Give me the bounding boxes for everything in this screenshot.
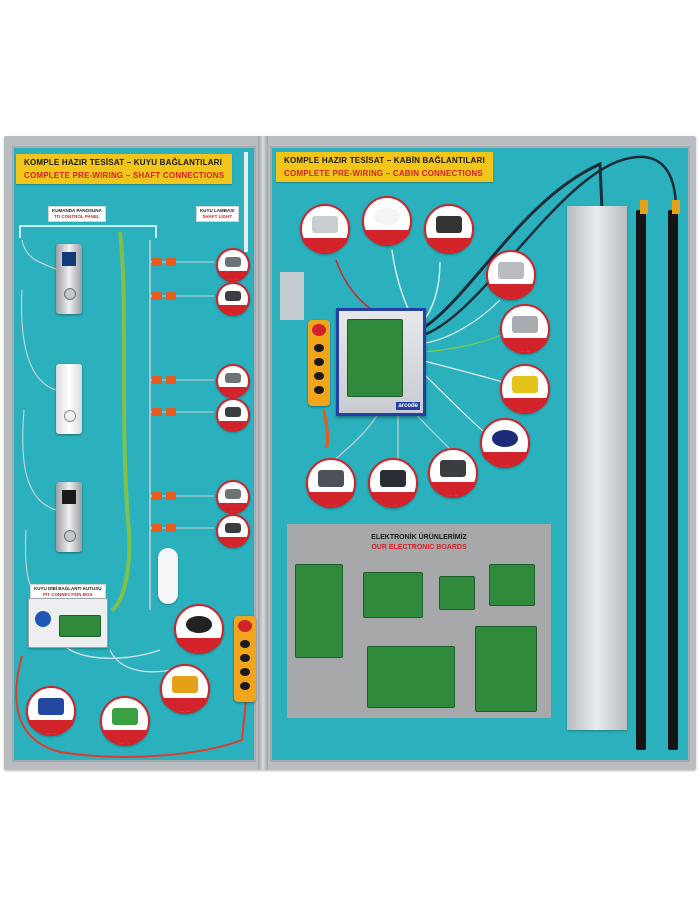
boards-title-tr: ELEKTRONİK ÜRÜNLERİMİZ bbox=[371, 534, 467, 541]
guide-rail bbox=[567, 206, 627, 730]
shaft-connections-sign: KOMPLE HAZIR TESİSAT – KUYU BAĞLANTILARI… bbox=[16, 154, 233, 184]
product-disc-door-lock-2 bbox=[216, 398, 250, 432]
cable-channel-1 bbox=[636, 210, 646, 750]
shaft-light-label-en: SHAFT LIGHT bbox=[202, 214, 233, 219]
product-disc-weighing-device bbox=[486, 250, 536, 300]
cabin-cable-7 bbox=[331, 409, 381, 463]
board-4 bbox=[489, 564, 535, 606]
cabin-sign-english: COMPLETE PRE-WIRING – CABIN CONNECTIONS bbox=[284, 169, 483, 178]
control-panel-label-tr: KUMANDA PANOSUNA bbox=[52, 208, 102, 213]
product-disc-light-bulb bbox=[362, 196, 412, 246]
cabin-cable-6 bbox=[419, 369, 493, 439]
cabin-cable-black-2 bbox=[419, 155, 678, 338]
product-disc-cabin-switch-3 bbox=[428, 448, 478, 498]
cabin-control-box: arcode bbox=[336, 308, 426, 416]
control-panel-label: KUMANDA PANOSUNA TO CONTROL PANEL bbox=[48, 206, 106, 222]
channel-clip-1 bbox=[640, 200, 648, 214]
cable-left-1 bbox=[21, 239, 59, 271]
board-6 bbox=[475, 626, 537, 712]
board-2 bbox=[363, 572, 423, 618]
cabin-cable-5 bbox=[419, 359, 511, 385]
cabin-connections-sign: KOMPLE HAZIR TESİSAT – KABİN BAĞLANTILAR… bbox=[276, 152, 493, 182]
product-disc-buffer-switch bbox=[160, 664, 210, 714]
shaft-light-label: KUYU LAMBASI SHAFT LIGHT bbox=[196, 206, 239, 222]
product-disc-door-contact-2 bbox=[216, 364, 250, 398]
landing-button-plate-1 bbox=[56, 244, 82, 314]
pit-box-label-tr: KUYU DİBİ BAĞLANTI KUTUSU bbox=[34, 586, 102, 591]
cabin-cable-white-2 bbox=[423, 261, 441, 321]
ribbon-cable bbox=[280, 272, 304, 320]
pit-box-board bbox=[59, 615, 101, 637]
channel-clip-2 bbox=[672, 200, 680, 214]
product-disc-buzzer bbox=[480, 418, 530, 468]
product-disc-limit-switch bbox=[100, 696, 150, 746]
product-disc-cable-reel bbox=[174, 604, 224, 654]
product-disc-door-lock-1 bbox=[216, 282, 250, 316]
landing-button-plate-2 bbox=[56, 364, 82, 434]
shaft-sign-english: COMPLETE PRE-WIRING – SHAFT CONNECTIONS bbox=[24, 171, 225, 180]
call-button bbox=[64, 410, 76, 422]
control-panel-bracket bbox=[19, 225, 157, 238]
control-panel-label-en: TO CONTROL PANEL bbox=[53, 214, 100, 219]
pit-inspection-pendant bbox=[234, 616, 256, 702]
product-disc-door-operator bbox=[500, 304, 550, 354]
call-button bbox=[64, 288, 76, 300]
floor-display bbox=[62, 490, 76, 504]
product-disc-cabin-switch-1 bbox=[306, 458, 356, 508]
panel-divider-post bbox=[258, 136, 268, 770]
floor-display bbox=[62, 252, 76, 266]
product-disc-cabin-sensor bbox=[500, 364, 550, 414]
electronic-boards-area: ELEKTRONİK ÜRÜNLERİMİZ OUR ELECTRONIC BO… bbox=[287, 524, 551, 718]
cabin-box-brand: arcode bbox=[396, 402, 420, 410]
cabin-control-board bbox=[347, 319, 403, 397]
white-cable-holder bbox=[158, 548, 178, 604]
shaft-sign-turkish: KOMPLE HAZIR TESİSAT – KUYU BAĞLANTILARI bbox=[24, 158, 223, 167]
board-1 bbox=[295, 564, 343, 658]
cabin-cable-black-1 bbox=[419, 161, 604, 332]
pit-box-label-en: PIT CONNECTION BOX bbox=[42, 592, 93, 597]
pit-connection-box bbox=[28, 598, 108, 648]
red-loop-cable bbox=[15, 655, 247, 758]
cabin-cable-3 bbox=[419, 299, 501, 345]
cable-left-3 bbox=[22, 409, 57, 511]
landing-button-plate-3 bbox=[56, 482, 82, 552]
board-5 bbox=[367, 646, 455, 708]
call-button bbox=[64, 530, 76, 542]
board-3 bbox=[439, 576, 475, 610]
product-disc-door-lock-3 bbox=[216, 514, 250, 548]
pendant-cable-cabin bbox=[322, 409, 330, 449]
product-disc-pit-stop bbox=[26, 686, 76, 736]
pit-box-socket bbox=[35, 611, 51, 627]
cabin-sign-turkish: KOMPLE HAZIR TESİSAT – KABİN BAĞLANTILAR… bbox=[284, 156, 485, 165]
product-disc-cabin-switch-2 bbox=[368, 458, 418, 508]
product-disc-door-contact-1 bbox=[216, 248, 250, 282]
shaft-connections-panel bbox=[12, 146, 256, 762]
product-disc-door-contact-3 bbox=[216, 480, 250, 514]
cable-left-2 bbox=[21, 289, 57, 391]
cabin-cable-4 bbox=[419, 333, 505, 353]
product-disc-car-light bbox=[300, 204, 350, 254]
shaft-light-tube bbox=[244, 152, 248, 252]
cabin-inspection-pendant bbox=[308, 320, 330, 406]
orange-connectors bbox=[152, 258, 176, 532]
shaft-light-label-tr: KUYU LAMBASI bbox=[200, 208, 235, 213]
cable-channel-2 bbox=[668, 210, 678, 750]
boards-title-en: OUR ELECTRONIC BOARDS bbox=[371, 544, 467, 551]
earth-cable bbox=[110, 231, 132, 612]
product-disc-fan bbox=[424, 204, 474, 254]
